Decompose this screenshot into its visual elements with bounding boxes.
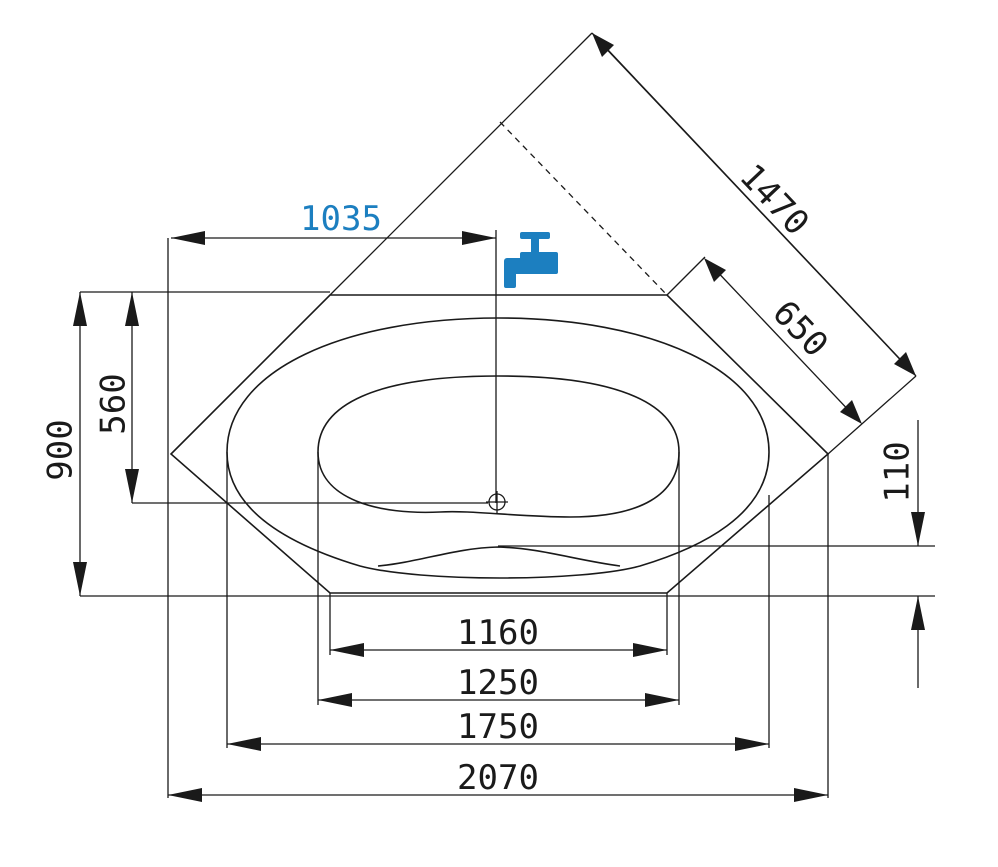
corner-guide-lower (827, 375, 917, 455)
dim-1750-arrow-right (735, 737, 769, 751)
tub-basin (317, 375, 680, 518)
faucet-icon (504, 232, 558, 288)
dim-1160-arrow-left (330, 643, 364, 657)
dim-1035-arrow-left (171, 231, 205, 245)
dim-1750-label: 1750 (457, 707, 539, 747)
dim-2070-label: 2070 (457, 758, 539, 798)
dim-1250-arrow-right (645, 693, 679, 707)
dim-1470-label: 1470 (731, 156, 816, 243)
dim-560-arrow-bottom (125, 469, 139, 503)
dim-1250-arrow-left (318, 693, 352, 707)
dim-650-ext (666, 256, 706, 296)
dim-650-arrow-bottom (840, 400, 862, 424)
dim-560-arrow-top (125, 292, 139, 326)
corner-dashed-guide (499, 121, 668, 296)
dim-1160-label: 1160 (457, 613, 539, 653)
dim-110-arrow-top (911, 512, 925, 546)
dim-650-label: 650 (764, 293, 835, 365)
dim-1470-arrow-bottom (894, 352, 916, 376)
dim-1035-label: 1035 (300, 199, 382, 239)
dim-1470-line (597, 39, 911, 371)
dim-900-arrow-top (73, 292, 87, 326)
dim-110-label: 110 (878, 441, 918, 502)
dim-110-arrow-bottom (911, 596, 925, 630)
dim-900-label: 900 (41, 419, 81, 480)
dim-650-arrow-top (704, 258, 726, 282)
seat-wave (377, 546, 621, 567)
corner-guide-left (329, 32, 593, 296)
dim-1750-arrow-left (227, 737, 261, 751)
dim-560-label: 560 (94, 373, 134, 434)
dim-650-line (709, 263, 856, 418)
tub-outline (169, 294, 830, 594)
drain-icon (486, 491, 508, 513)
dim-1035-arrow-right (462, 231, 496, 245)
dim-1250-label: 1250 (457, 663, 539, 703)
dim-900-arrow-bottom (73, 562, 87, 596)
dim-2070-arrow-right (794, 788, 828, 802)
tub-shell-oval (226, 317, 770, 579)
dim-1470-arrow-top (592, 33, 614, 57)
dim-1160-arrow-right (633, 643, 667, 657)
dim-2070-arrow-left (168, 788, 202, 802)
